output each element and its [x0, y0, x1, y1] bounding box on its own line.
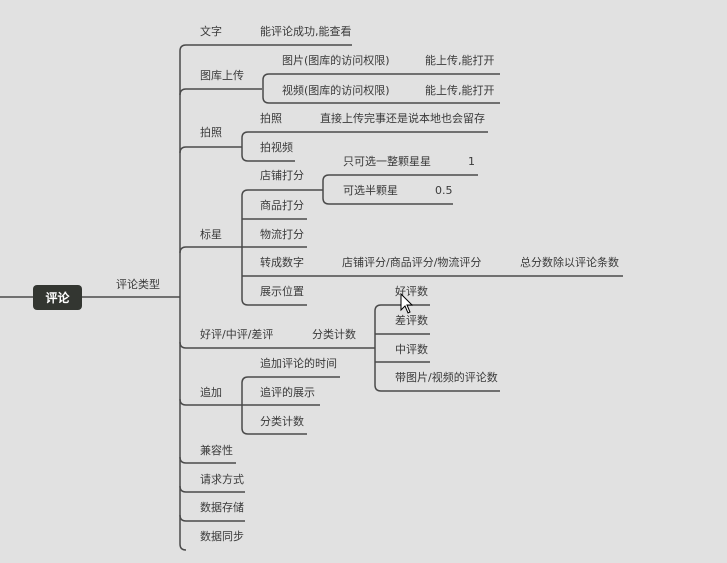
root-node[interactable]: 评论	[33, 285, 82, 310]
node-append-count[interactable]: 分类计数	[260, 415, 304, 428]
node-rating-bad[interactable]: 差评数	[395, 314, 428, 327]
node-stars[interactable]: 标星	[200, 228, 222, 241]
mouse-cursor-icon	[400, 293, 414, 314]
node-stars-half-value[interactable]: 0.5	[435, 184, 453, 197]
node-rating-good[interactable]: 好评数	[395, 285, 428, 298]
node-sync[interactable]: 数据同步	[200, 530, 244, 543]
node-append-time[interactable]: 追加评论的时间	[260, 357, 337, 370]
node-camera-photo[interactable]: 拍照	[260, 112, 282, 125]
node-stars-whole[interactable]: 只可选一整颗星星	[343, 155, 431, 168]
node-request[interactable]: 请求方式	[200, 473, 244, 486]
node-camera[interactable]: 拍照	[200, 126, 222, 139]
node-camera-video[interactable]: 拍视频	[260, 141, 293, 154]
node-compat[interactable]: 兼容性	[200, 444, 233, 457]
node-storage[interactable]: 数据存储	[200, 501, 244, 514]
node-rating-mid[interactable]: 中评数	[395, 343, 428, 356]
node-gallery-video-result[interactable]: 能上传,能打开	[425, 84, 495, 97]
node-stars-logistics[interactable]: 物流打分	[260, 228, 304, 241]
node-rating-media[interactable]: 带图片/视频的评论数	[395, 371, 498, 384]
node-stars-to-number[interactable]: 转成数字	[260, 256, 304, 269]
node-stars-formula[interactable]: 总分数除以评论条数	[520, 256, 619, 269]
node-gallery-image[interactable]: 图片(图库的访问权限)	[282, 54, 390, 67]
node-stars-display[interactable]: 展示位置	[260, 285, 304, 298]
node-gallery[interactable]: 图库上传	[200, 69, 244, 82]
node-append-display[interactable]: 追评的展示	[260, 386, 315, 399]
node-stars-product[interactable]: 商品打分	[260, 199, 304, 212]
node-stars-to-number-child[interactable]: 店铺评分/商品评分/物流评分	[342, 256, 482, 269]
node-text-child[interactable]: 能评论成功,能查看	[260, 25, 352, 38]
node-stars-shop[interactable]: 店铺打分	[260, 169, 304, 182]
node-rating[interactable]: 好评/中评/差评	[200, 328, 274, 341]
node-gallery-video[interactable]: 视频(图库的访问权限)	[282, 84, 390, 97]
node-stars-half[interactable]: 可选半颗星	[343, 184, 398, 197]
node-rating-count[interactable]: 分类计数	[312, 328, 356, 341]
node-text[interactable]: 文字	[200, 25, 222, 38]
node-stars-whole-value[interactable]: 1	[468, 155, 475, 168]
branch-comment-type[interactable]: 评论类型	[116, 278, 160, 291]
node-gallery-image-result[interactable]: 能上传,能打开	[425, 54, 495, 67]
node-append[interactable]: 追加	[200, 386, 222, 399]
node-camera-photo-note[interactable]: 直接上传完事还是说本地也会留存	[320, 112, 485, 125]
